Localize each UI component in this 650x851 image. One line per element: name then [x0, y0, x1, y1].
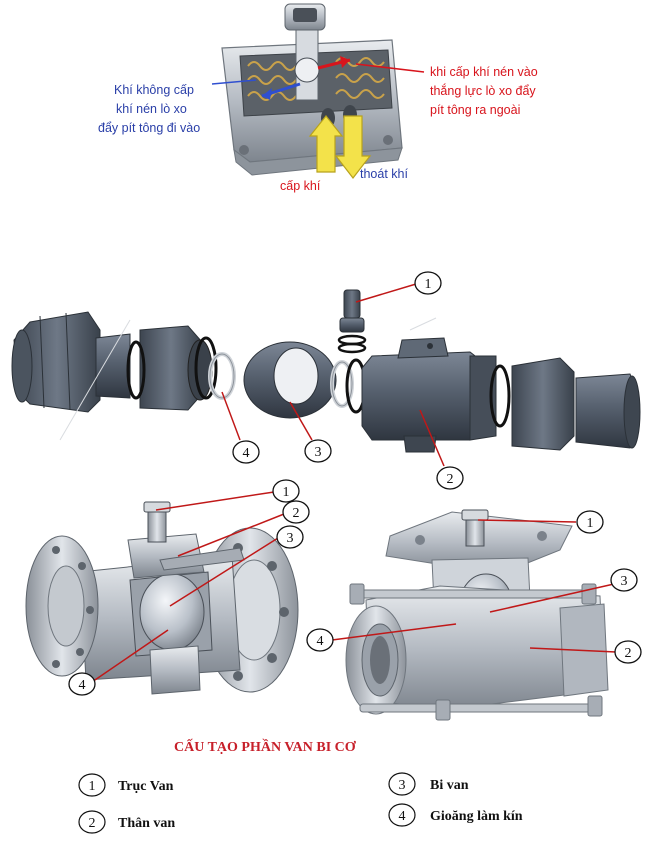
air-supply-label: cấp khí [280, 179, 321, 193]
three-piece-ball-valve [346, 510, 608, 720]
pvc-ball [244, 342, 336, 418]
pneumatic-actuator [212, 4, 424, 178]
svg-text:1: 1 [89, 779, 96, 794]
svg-text:1: 1 [425, 277, 432, 292]
legend-item-1: 1 Trục Van [79, 774, 174, 796]
actuator-right-note-1: khi cấp khí nén vào [430, 65, 538, 79]
svg-text:4: 4 [243, 446, 250, 461]
flanged-ball-valve [26, 502, 298, 694]
svg-text:3: 3 [621, 574, 628, 589]
legend-item-2: 2 Thân van [79, 811, 175, 833]
actuator-right-note-2: thắng lực lò xo đẩy [430, 83, 536, 98]
svg-text:4: 4 [317, 634, 324, 649]
svg-text:Bi van: Bi van [430, 778, 469, 793]
actuator-left-note-1: Khí không cấp [114, 83, 194, 97]
legend-item-4: 4 Gioăng làm kín [389, 804, 523, 826]
svg-text:Gioăng làm kín: Gioăng làm kín [430, 809, 523, 824]
legend-item-3: 3 Bi van [389, 773, 469, 795]
pvc-valve-body [362, 338, 496, 452]
svg-text:2: 2 [293, 506, 300, 521]
svg-text:1: 1 [587, 516, 594, 531]
legend-title: CẤU TẠO PHẦN VAN BI CƠ [174, 738, 357, 755]
svg-text:3: 3 [399, 778, 406, 793]
pvc-stem [339, 290, 365, 352]
svg-text:4: 4 [79, 678, 86, 693]
svg-text:3: 3 [287, 531, 294, 546]
svg-text:1: 1 [283, 485, 290, 500]
svg-text:2: 2 [625, 646, 632, 661]
exploded-pvc-valve [12, 290, 640, 452]
actuator-left-note-2: khí nén lò xo [116, 102, 187, 116]
callout-1-flanged: 1 [156, 480, 299, 510]
air-exhaust-label: thoát khí [360, 167, 408, 181]
svg-text:2: 2 [89, 816, 96, 831]
svg-text:3: 3 [315, 445, 322, 460]
actuator-left-note-3: đẩy pít tông đi vào [98, 121, 200, 135]
svg-text:2: 2 [447, 472, 454, 487]
actuator-right-note-3: pít tông ra ngoài [430, 103, 520, 117]
svg-text:4: 4 [399, 809, 406, 824]
svg-text:Trục Van: Trục Van [118, 779, 174, 794]
callout-1-exploded: 1 [356, 272, 441, 302]
svg-text:Thân van: Thân van [118, 816, 175, 831]
